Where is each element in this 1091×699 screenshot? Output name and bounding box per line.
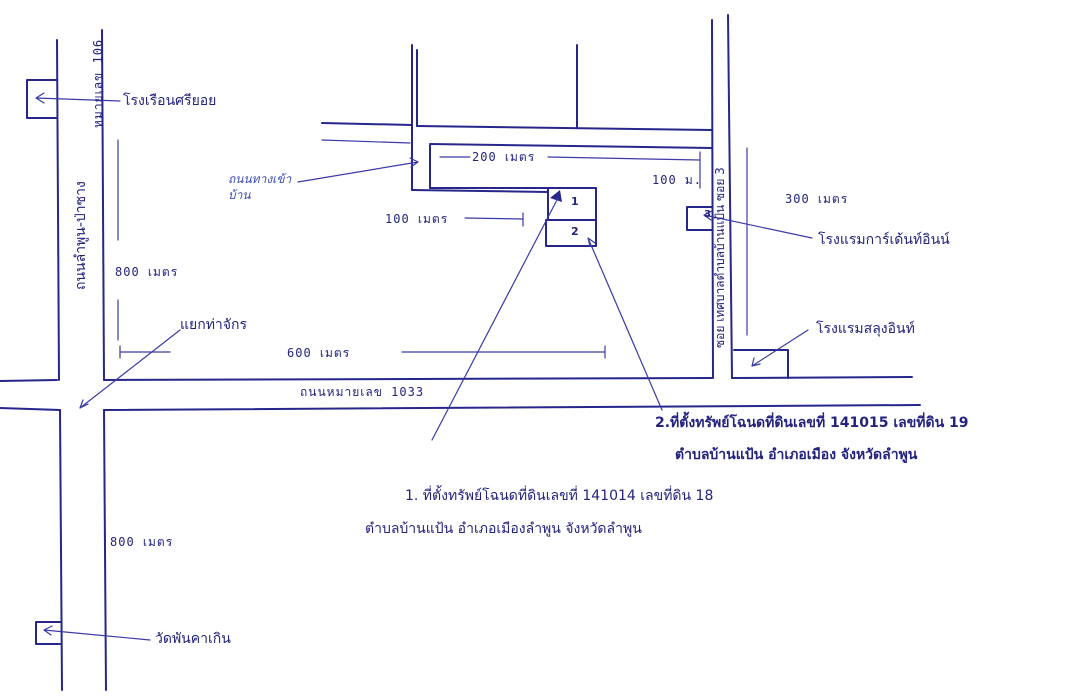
arrow-garden-hotel [703,210,813,239]
distance-200-label: 200 เมตร [472,150,536,164]
upper-street-top [321,122,713,131]
salung-hotel-box [733,349,789,379]
upper-street-bottom [429,143,713,149]
soi-3-left-edge [711,19,714,379]
salung-hotel-label: โรงแรมสลุงอินท์ [816,321,915,337]
note-1-line-1: 1. ที่ตั้งทรัพย์โฉนดที่ดินเลขที่ 141014 … [405,488,714,504]
distance-600-label: 600 เมตร [287,346,351,360]
road-106-label: หมายเลข 106 [91,38,105,128]
plot-1-number: 1 [571,195,579,208]
note-1-line-2: ตำบลบ้านแป้น อำเภอเมืองลำพูน จังหวัดลำพู… [365,521,642,537]
road-1033-bottom-edge [0,404,921,411]
distance-800-upper-label: 800 เมตร [115,265,179,279]
road-106-right-edge [101,29,107,691]
arrow-salung-hotel [751,329,809,367]
wat-label: วัดพันคาเกิน [155,631,231,647]
arrow-plot-1 [431,197,559,441]
garden-hotel-box [686,206,713,231]
distance-100-left-label: 100 เมตร [385,212,449,226]
soi-3-label: ซอย เทศบาลตำบลบ้านแป้น ซอย 3 [713,167,727,348]
distance-300-label: 300 เมตร [785,192,849,206]
arrow-prison [35,92,121,104]
prison-box [26,79,58,119]
arrow-wat [43,625,151,641]
plot-1-marker [550,190,562,202]
note-2-line-1: 2.ที่ตั้งทรัพย์โฉนดที่ดินเลขที่ 141015 เ… [655,415,969,431]
distance-100-right-label: 100 ม. [652,173,703,187]
upper-street-left-stub [321,139,411,144]
house-lane [411,187,549,193]
tha-chak-label: แยกท่าจักร [180,317,247,333]
house-path-label: ถนนทางเข้าบ้าน [228,172,292,202]
road-1033-top-edge [0,376,913,382]
road-106-left-edge [56,39,63,691]
arrow-house-path [297,157,419,183]
soi-3-right-edge [727,14,733,379]
arrow-tha-chak [79,329,181,409]
dim-100-left-line [464,212,524,227]
plot-2-number: 2 [571,225,579,238]
hotel-marker-number: 3 [704,209,711,220]
garden-hotel-label: โรงแรมการ์เด้นท์อินน์ [818,232,950,248]
dim-600-line [119,345,606,359]
plot-2-outline [545,219,597,247]
dim-200-line [439,156,701,161]
arrow-plot-2 [587,237,663,411]
lamphun-pasang-road-label: ถนนลำพูน-ป่าซาง [73,181,89,290]
distance-800-lower-label: 800 เมตร [110,535,174,549]
road-1033-label: ถนนหมายเลข 1033 [300,385,425,399]
prison-label: โรงเรือนศรียอย [123,93,217,109]
wat-box [35,621,61,645]
note-2-line-2: ตำบลบ้านแป้น อำเภอเมือง จังหวัดลำพูน [675,447,918,463]
